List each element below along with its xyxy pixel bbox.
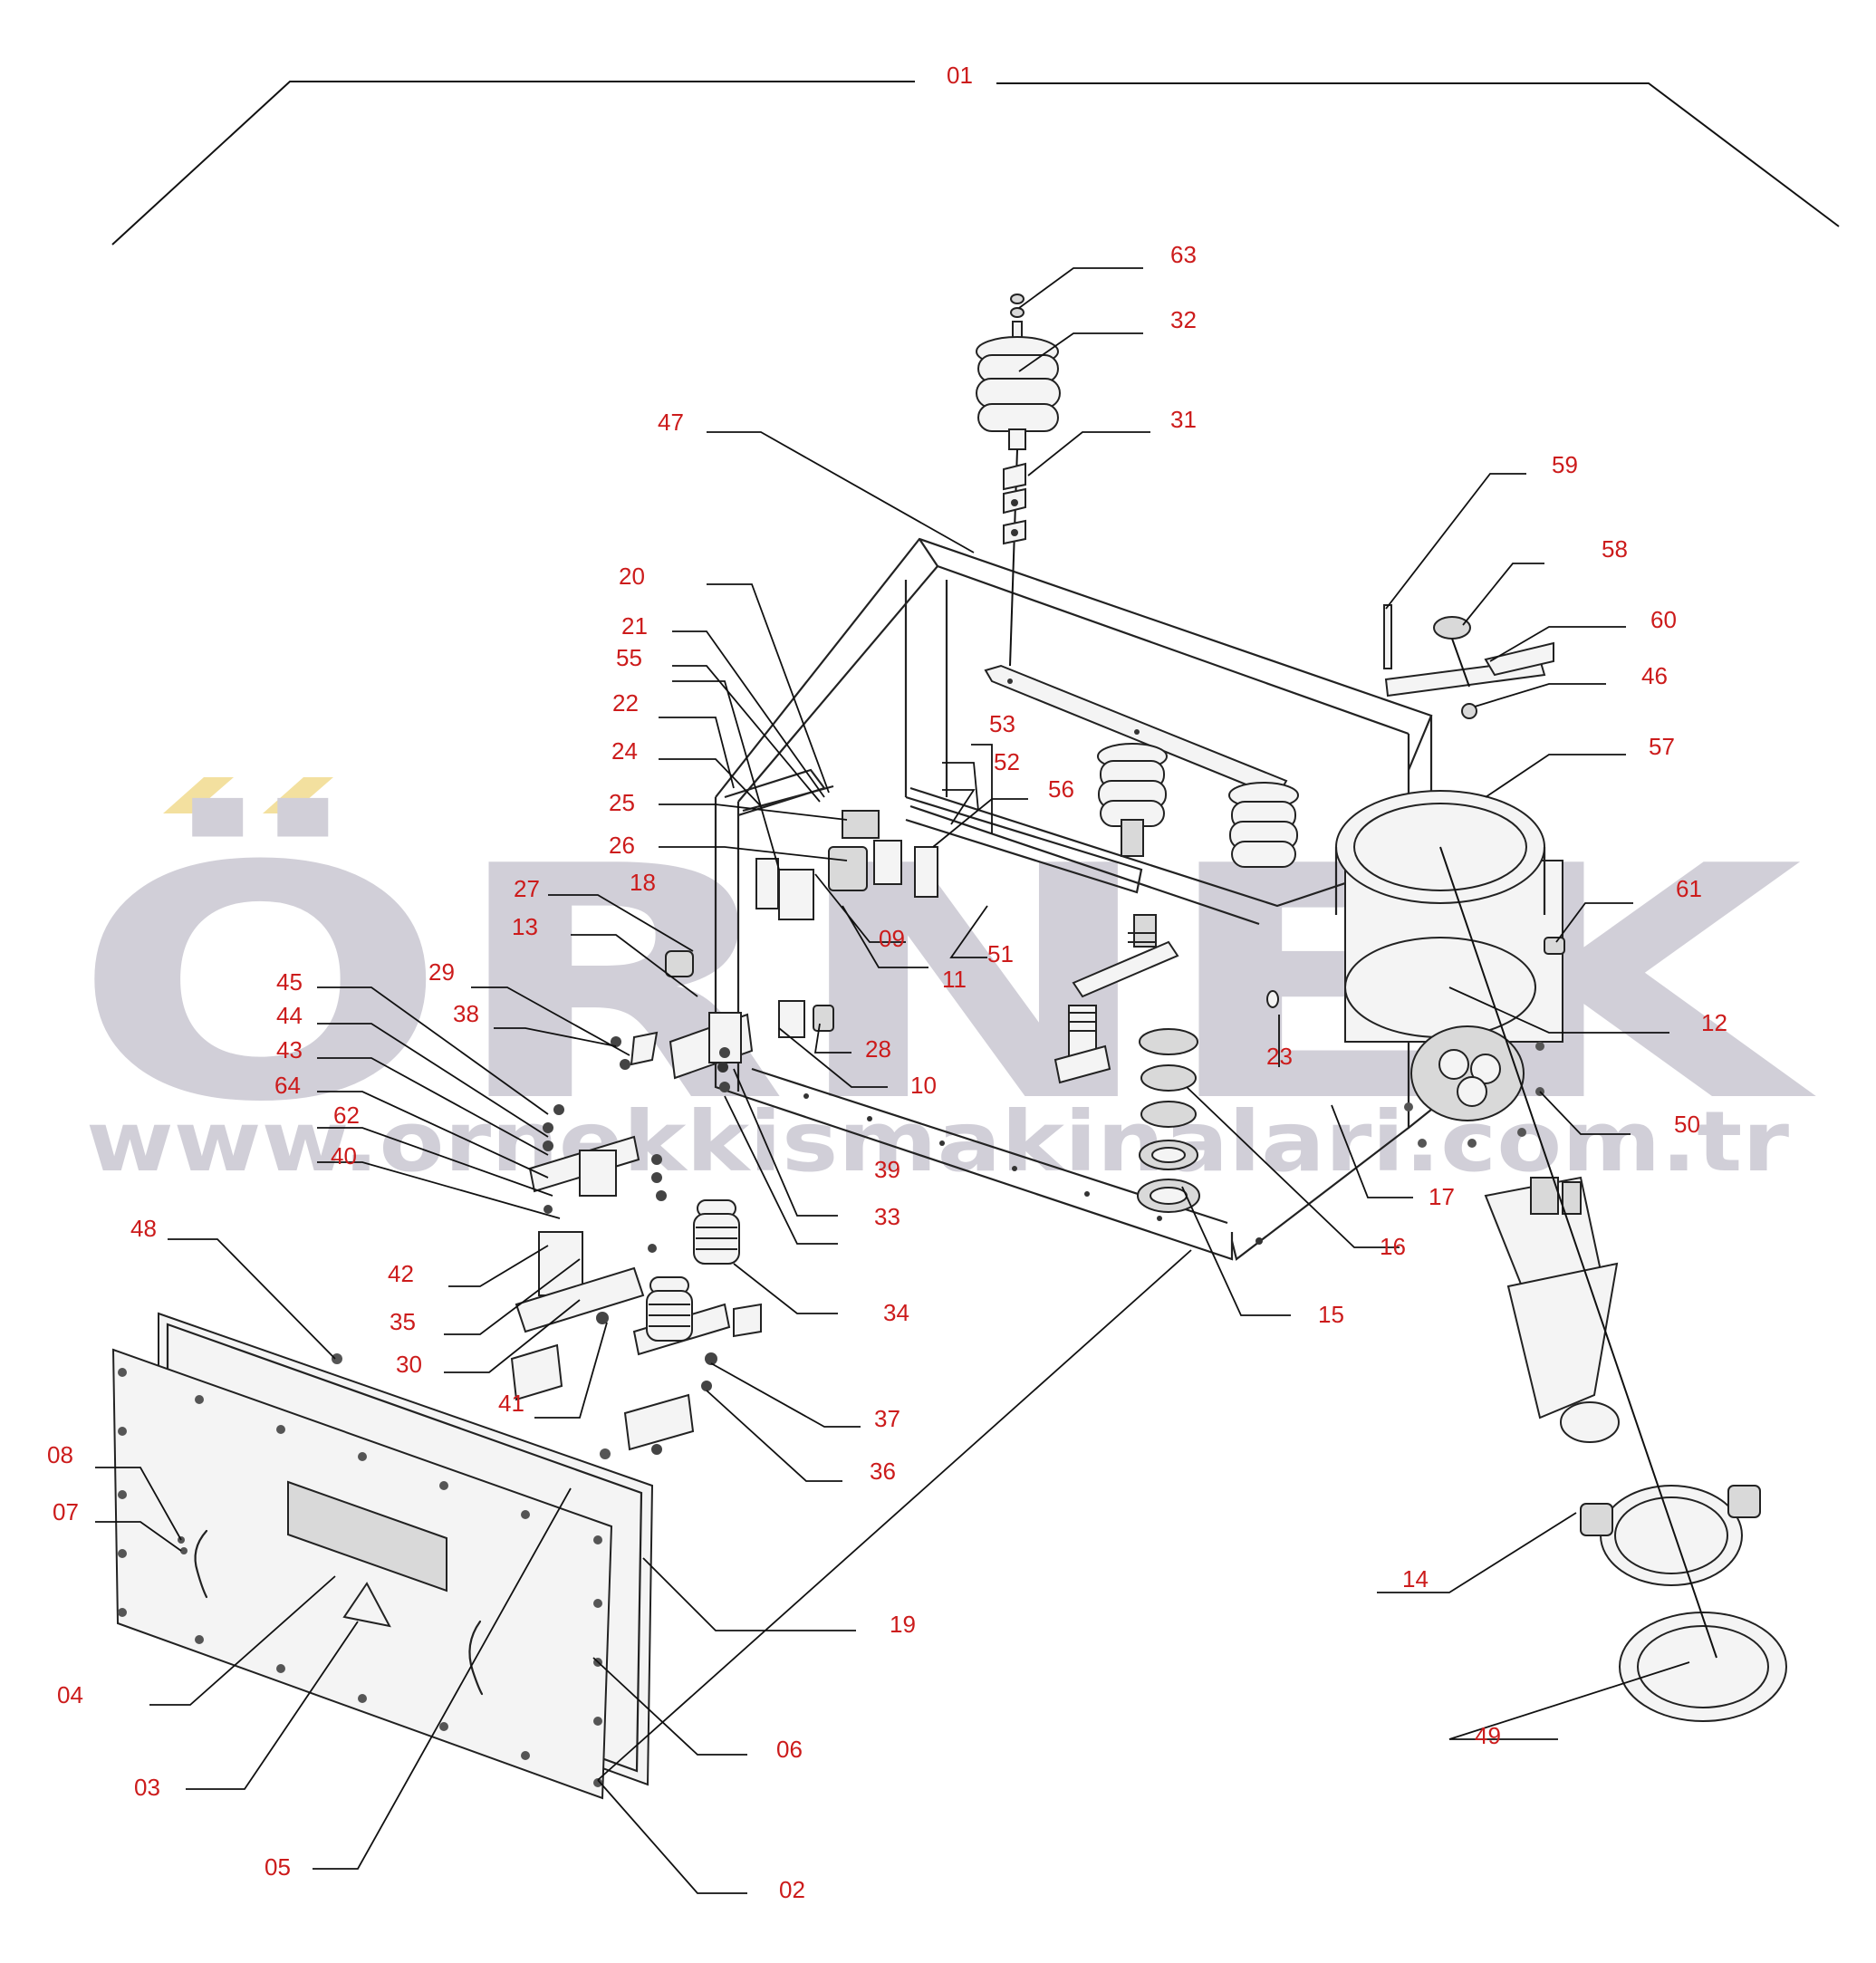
part-label-56: 56: [1048, 775, 1074, 803]
top-insulator-assembly: [976, 293, 1061, 667]
leader-lines: [95, 267, 1690, 1894]
part-label-26: 26: [609, 832, 635, 859]
part-label-02: 02: [779, 1876, 805, 1903]
part-label-27: 27: [514, 875, 540, 902]
part-label-39: 39: [874, 1156, 900, 1183]
part-label-23: 23: [1266, 1043, 1293, 1070]
part-label-20: 20: [619, 563, 645, 590]
part-label-36: 36: [870, 1458, 896, 1485]
part-label-03: 03: [134, 1774, 160, 1801]
part-label-38: 38: [453, 1000, 479, 1027]
lower-mounting-hardware: [510, 1031, 762, 1455]
spring-insulator: [693, 1199, 740, 1265]
part-label-32: 32: [1170, 306, 1197, 333]
part-label-62: 62: [333, 1102, 360, 1129]
part-label-19: 19: [890, 1611, 916, 1638]
top-busbar: [984, 664, 1299, 868]
part-label-29: 29: [428, 958, 455, 986]
part-label-40: 40: [331, 1142, 357, 1169]
part-label-57: 57: [1649, 733, 1675, 760]
part-label-59: 59: [1552, 451, 1578, 478]
spring-insulator: [646, 1276, 693, 1342]
busbar-insulator: [1228, 782, 1299, 868]
part-label-44: 44: [276, 1002, 303, 1029]
part-label-21: 21: [621, 612, 648, 640]
part-label-15: 15: [1318, 1301, 1344, 1328]
part-label-47: 47: [658, 409, 684, 436]
part-label-48: 48: [130, 1215, 157, 1242]
part-label-41: 41: [498, 1390, 524, 1417]
part-label-45: 45: [276, 968, 303, 996]
lever-assembly: [1383, 604, 1554, 719]
part-label-52: 52: [994, 748, 1020, 775]
part-label-46: 46: [1641, 662, 1668, 689]
part-label-31: 31: [1170, 406, 1197, 433]
busbar-insulator: [1097, 743, 1168, 857]
part-label-42: 42: [388, 1260, 414, 1287]
part-label-33: 33: [874, 1203, 900, 1230]
part-label-64: 64: [274, 1072, 301, 1099]
part-label-35: 35: [390, 1308, 416, 1335]
part-label-61: 61: [1676, 875, 1702, 902]
part-label-51: 51: [987, 940, 1014, 967]
part-label-34: 34: [883, 1299, 909, 1326]
part-label-06: 06: [776, 1736, 803, 1763]
center-insulators: [1053, 914, 1279, 1213]
part-label-58: 58: [1602, 535, 1628, 563]
part-label-04: 04: [57, 1681, 83, 1708]
part-label-22: 22: [612, 689, 639, 717]
part-label-63: 63: [1170, 241, 1197, 268]
part-label-50: 50: [1674, 1111, 1700, 1138]
part-label-43: 43: [276, 1036, 303, 1063]
part-label-13: 13: [512, 913, 538, 940]
part-label-10: 10: [910, 1072, 937, 1099]
part-label-53: 53: [989, 710, 1015, 737]
part-label-37: 37: [874, 1405, 900, 1432]
main-enclosure: [714, 537, 1433, 1261]
nozzle-assembly: [1439, 846, 1787, 1722]
part-label-25: 25: [609, 789, 635, 816]
part-label-55: 55: [616, 644, 642, 671]
front-cover: [111, 1312, 654, 1800]
part-label-49: 49: [1475, 1722, 1501, 1749]
part-label-60: 60: [1650, 606, 1677, 633]
part-label-05: 05: [265, 1853, 291, 1881]
assembly-bracket: [111, 81, 1840, 245]
part-label-01: 01: [947, 62, 973, 89]
part-label-18: 18: [630, 869, 656, 896]
watermark-accent-mark: [263, 777, 333, 813]
watermark-url: www.ornekkismakinalari.com.tr: [86, 1093, 1790, 1190]
base-plate-left: [669, 1012, 754, 1080]
part-label-28: 28: [865, 1035, 891, 1063]
part-label-17: 17: [1429, 1183, 1455, 1210]
part-label-07: 07: [53, 1498, 79, 1525]
part-label-30: 30: [396, 1351, 422, 1378]
left-interior-components: [665, 768, 1143, 1038]
part-label-09: 09: [879, 925, 905, 952]
part-label-12: 12: [1701, 1009, 1727, 1036]
part-label-16: 16: [1380, 1233, 1406, 1260]
part-label-08: 08: [47, 1441, 73, 1468]
watermark-accent-mark: [163, 777, 234, 813]
part-label-11: 11: [942, 966, 967, 993]
part-number-labels: 01 63 32 31 47 59 58 60 46 57 61 12 50 1…: [47, 62, 1727, 1903]
part-label-24: 24: [611, 737, 638, 765]
part-label-14: 14: [1402, 1565, 1429, 1593]
